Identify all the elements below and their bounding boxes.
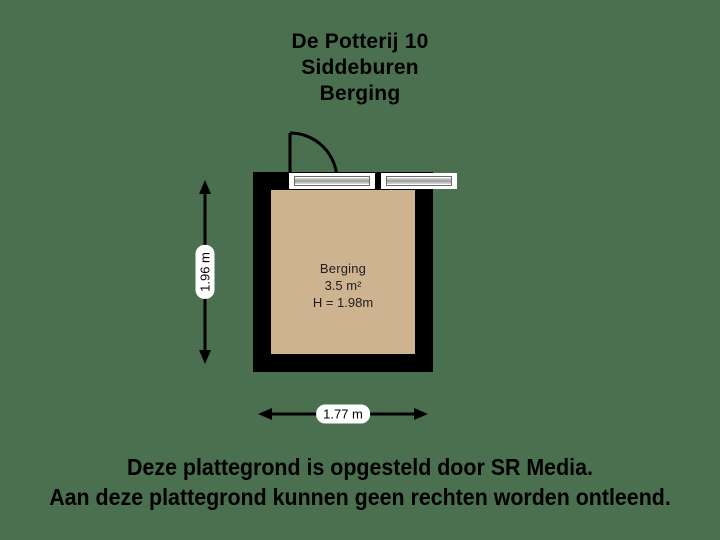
window-glazing <box>386 176 452 186</box>
title-city: Siddeburen <box>301 56 419 79</box>
room-plan: Berging 3.5 m² H = 1.98m <box>253 172 457 372</box>
door-opening <box>289 173 375 189</box>
dimension-horizontal: 1.77 m <box>258 402 428 426</box>
footer-line-2: Aan deze plattegrond kunnen geen rechten… <box>49 484 671 510</box>
dimension-horizontal-label: 1.77 m <box>316 404 370 424</box>
footer-disclaimer: Deze plattegrond is opgesteld door SR Me… <box>25 452 695 512</box>
room-height: H = 1.98m <box>312 295 374 310</box>
page-title: De Potterij 10 Siddeburen Berging <box>0 29 720 107</box>
room-interior <box>271 190 415 354</box>
title-room-type: Berging <box>319 82 401 105</box>
title-address: De Potterij 10 <box>291 30 429 53</box>
window-opening <box>381 173 457 189</box>
footer-line-1: Deze plattegrond is opgesteld door SR Me… <box>127 454 593 480</box>
room-name: Berging <box>319 261 367 276</box>
room-area: 3.5 m² <box>324 278 362 293</box>
dimension-vertical-label: 1.96 m <box>195 245 215 299</box>
room-label: Berging 3.5 m² H = 1.98m <box>253 260 433 311</box>
door-leaf <box>294 176 370 186</box>
dimension-vertical: 1.96 m <box>192 180 218 364</box>
